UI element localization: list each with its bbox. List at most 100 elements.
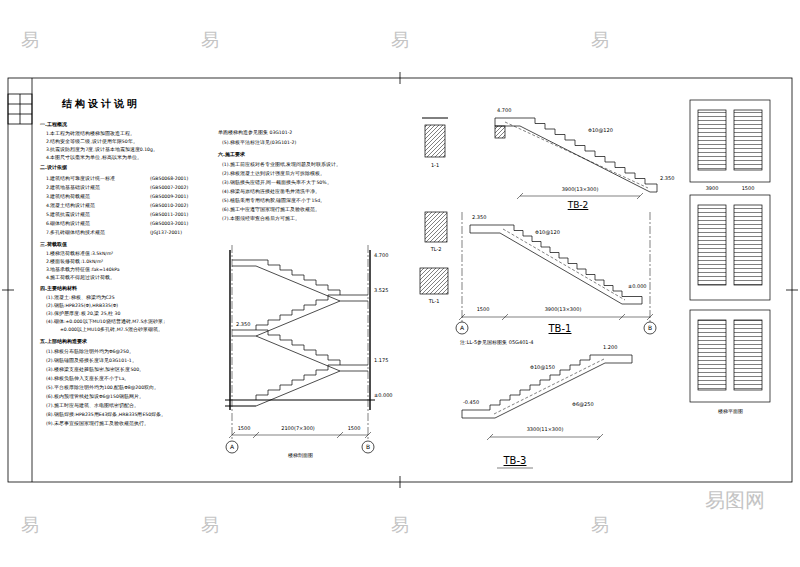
dimension-label: 3900	[706, 186, 719, 192]
dimension-label: 2100(7×300)	[281, 426, 315, 432]
note-text: (4).梯板负筋伸入支座长度不小于La。	[46, 376, 129, 381]
note-text: (GB50009-2001)	[150, 194, 188, 199]
note-text: 单跑楼梯构造参见图集 03G101-2	[218, 130, 292, 135]
rebar-label: Φ10@150	[530, 365, 555, 371]
caption: 楼梯剖面图	[288, 453, 313, 459]
note-text: (4).砌体:±0.000以下MU10烧结普通砖,M7.5水泥砂浆;	[46, 319, 165, 324]
note-heading: 六.施工要求	[218, 152, 245, 158]
rebar-line	[505, 122, 648, 188]
drawing-title: TB-1	[549, 323, 572, 334]
plan-frame	[690, 195, 770, 300]
slab-underside	[495, 118, 657, 192]
note-text: (2).钢筋:HPB235(Φ),HRB335(Φ)	[46, 303, 118, 308]
beam-section	[420, 268, 448, 294]
note-text: (2).梯板混凝土达到设计强度后方可拆除模板。	[222, 171, 325, 176]
note-heading: 四.主要结构材料	[40, 286, 77, 292]
note-text: 4.施工荷载不得超过设计荷载。	[46, 275, 115, 280]
note-text: 4.本图尺寸以毫米为单位,标高以米为单位。	[46, 155, 142, 160]
note-text: (1).施工前应核对各专业图纸,发现问题及时联系设计。	[222, 162, 341, 167]
section-detail	[422, 118, 448, 119]
note-text: 3.抗震设防烈度为7度,设计基本地震加速度0.10g。	[46, 147, 158, 152]
watermark: 易	[591, 515, 609, 535]
dimension-line	[229, 432, 371, 438]
note-text: 1.楼梯活荷载标准值:3.5kN/m²	[46, 251, 113, 256]
rebar-label: Φ10@120	[535, 230, 560, 236]
note-text: (GB50007-2002)	[150, 185, 188, 190]
elevation-label: 2.350	[472, 215, 486, 221]
stamp-box	[8, 94, 32, 124]
grid-bubble	[362, 441, 374, 453]
watermark: 易	[391, 30, 409, 50]
elevation-label: ±0.000	[374, 393, 393, 399]
title-rule	[497, 468, 533, 469]
note-text: (1).梯板分布筋除注明外均为Φ6@250。	[46, 349, 134, 354]
grid-line	[462, 212, 650, 322]
sheet-border	[8, 78, 792, 482]
rebar-label: Φ6@250	[572, 402, 594, 408]
elevation-label: 1.200	[603, 345, 617, 351]
elevation-label: 3.525	[374, 288, 388, 294]
section-label: TL-1	[429, 299, 440, 305]
dimension-label: 1500	[477, 307, 490, 313]
grid-bubble-label: B	[366, 444, 370, 451]
wall-line	[230, 250, 370, 410]
note-text: 3.地基承载力特征值:fak=140kPa	[46, 267, 120, 272]
note-text: (5).梯板平法标注详见(03G101-2)	[222, 140, 296, 145]
watermark: 易图网	[705, 489, 765, 511]
note-text: (3).保护层厚度:板 20,梁 25,柱 30	[46, 311, 120, 316]
note-text: (GB50003-2001)	[150, 221, 188, 226]
plan-frame	[690, 100, 770, 182]
elevation-label: 2.350	[660, 176, 674, 182]
dimension-label: 3900(13×300)	[545, 307, 582, 313]
rebar-line	[494, 359, 604, 414]
note-text: (5).植筋采用专用结构胶,锚固深度不小于15d。	[222, 198, 325, 203]
note-text: (6).施工中应遵守国家现行施工及验收规范。	[222, 207, 320, 212]
watermark: 易	[391, 515, 409, 535]
watermark: 易	[21, 30, 39, 50]
plan-steps	[698, 320, 726, 390]
note-text: (5).平台板厚除注明外均为100,配筋Φ8@200双向。	[46, 385, 159, 390]
note-heading: 二.设计依据	[40, 165, 67, 171]
elevation-label: 4.700	[374, 253, 388, 259]
dimension-line	[459, 314, 653, 320]
note-text: (3).楼梯梁支座处箍筋加密,加密区长度500。	[46, 367, 144, 372]
note-heading: 三.荷载取值	[40, 242, 67, 248]
grid-bubble-label: A	[460, 325, 464, 332]
note-text: (7).施工时应与建筑、水电图纸密切配合。	[46, 403, 139, 408]
tb1-section	[420, 212, 656, 334]
grid-bubble	[456, 322, 468, 334]
binding-line	[32, 78, 33, 482]
plan-steps	[698, 110, 726, 170]
stair-plans	[690, 100, 770, 402]
section-detail	[425, 125, 445, 157]
dimension-label: 1500	[348, 426, 361, 432]
note-text: 4.混凝土结构设计规范	[46, 203, 95, 208]
note-text: (4).梯梁与原结构连接处应凿毛并清洗干净。	[222, 189, 320, 194]
note-text: 5.建筑抗震设计规范	[46, 212, 90, 217]
tb3-section	[462, 355, 632, 468]
note-text: (2).钢筋锚固及搭接长度详见03G101-1。	[46, 358, 137, 363]
plan-steps	[698, 205, 726, 285]
watermark: 易	[201, 30, 219, 50]
dimension-label: 3300(11×300)	[527, 427, 564, 433]
centre-mark	[2, 72, 798, 488]
drawing-title: TB-3	[504, 455, 527, 466]
note-heading: 五.上部结构构造要求	[40, 339, 87, 345]
caption: 楼梯平面图	[718, 409, 743, 415]
plan-steps	[734, 110, 762, 170]
plan-steps	[734, 205, 762, 285]
rebar-label: Φ10@120	[588, 128, 613, 134]
grid-bubble	[644, 322, 656, 334]
plan-steps	[734, 320, 762, 390]
note-text: (1).混凝土:梯板、梯梁均为C25	[46, 295, 115, 300]
note-text: 2.楼面装修荷载:1.0kN/m²	[46, 259, 103, 264]
dimension-label: 3900(13×300)	[562, 187, 599, 193]
ground-line	[225, 400, 375, 406]
note-text: (7).本图须经审查合格后方可施工。	[222, 216, 300, 221]
tb2-section	[422, 118, 657, 199]
beam-section	[425, 212, 447, 242]
elevation-label: -0.450	[463, 400, 479, 406]
